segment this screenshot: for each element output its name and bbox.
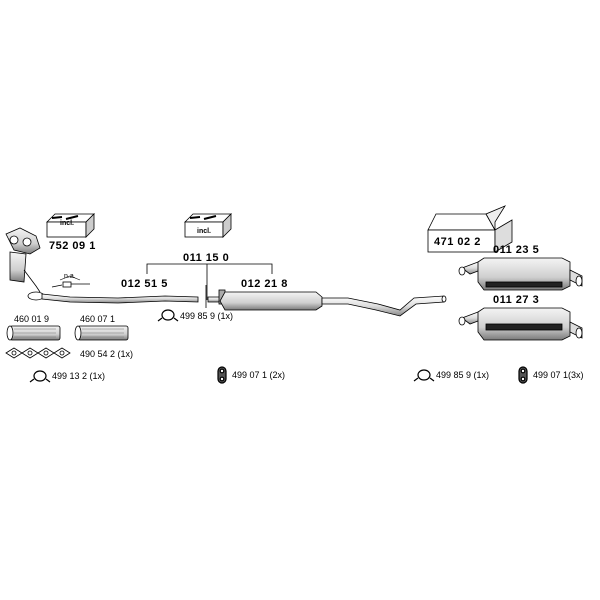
flex-pipe-a-drawing <box>6 325 61 341</box>
middle-silencer-part-number: 012 21 8 <box>241 278 288 290</box>
catalyst-box-incl-label: incl. <box>60 220 75 227</box>
flex-pipe-b-part-number: 460 07 1 <box>80 314 116 324</box>
rear-silencer-b-part-number: 011 27 3 <box>493 294 540 306</box>
flex-pipe-a-part-number: 460 01 9 <box>14 314 50 324</box>
catalyst-manifold-drawing <box>5 227 41 293</box>
gaskets-part-number: 490 54 2 (1x) <box>80 349 134 359</box>
center-box-incl-label: incl. <box>197 228 212 235</box>
rear-silencer-a-part-number: 011 23 5 <box>493 244 540 256</box>
center-box-drawing <box>184 213 232 238</box>
not-available-note: n.a. <box>64 273 76 280</box>
catalyst-part-number: 752 09 1 <box>49 240 96 252</box>
flex-pipe-b-drawing <box>74 325 129 341</box>
middle-section-drawing <box>207 289 447 317</box>
ring-center-drawing <box>157 309 179 322</box>
kit-box-drawing <box>427 205 513 253</box>
assembly-bracket <box>146 263 273 308</box>
ring-left-drawing <box>29 370 51 383</box>
ring-right-part-number: 499 85 9 (1x) <box>436 370 490 380</box>
middle-assembly-part-number: 011 15 0 <box>183 252 230 264</box>
rear-silencer-b-drawing <box>458 307 583 341</box>
kit-box-part-number: 471 02 2 <box>434 236 481 248</box>
gaskets-drawing <box>5 347 71 359</box>
hanger-right-drawing <box>518 366 528 384</box>
hanger-center-drawing <box>217 366 227 384</box>
ring-left-part-number: 499 13 2 (1x) <box>52 371 106 381</box>
ring-center-part-number: 499 85 9 (1x) <box>180 311 234 321</box>
lambda-sensor-drawing <box>51 275 90 288</box>
hanger-right-part-number: 499 07 1(3x) <box>533 370 584 380</box>
front-pipe-drawing <box>27 291 199 304</box>
ring-right-drawing <box>413 369 435 382</box>
rear-silencer-a-drawing <box>458 257 583 291</box>
front-pipe-part-number: 012 51 5 <box>121 278 168 290</box>
catalyst-box-drawing <box>46 213 95 238</box>
hanger-center-part-number: 499 07 1 (2x) <box>232 370 286 380</box>
